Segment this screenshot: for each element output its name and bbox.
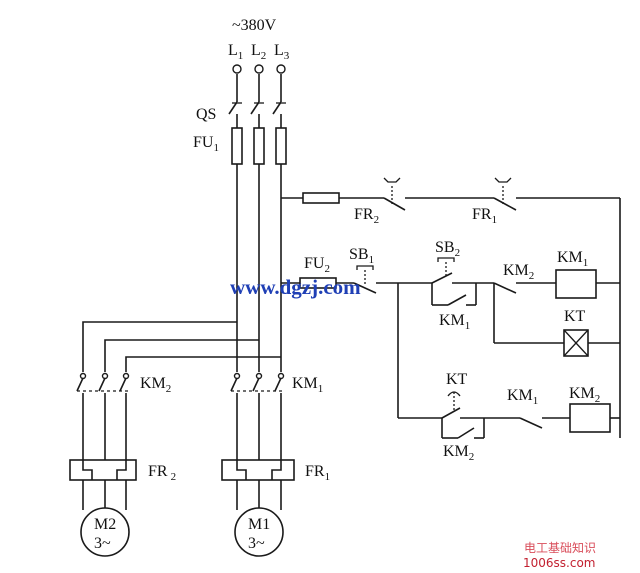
fu1-label: FU1 bbox=[193, 134, 219, 154]
fu2-label: FU2 bbox=[304, 255, 330, 275]
km1-main-contacts bbox=[230, 372, 285, 460]
fr2-thermal-element bbox=[69, 459, 137, 512]
supply-lines bbox=[236, 74, 282, 102]
m2-feed-wires bbox=[82, 321, 281, 460]
kt-timed-contact bbox=[447, 391, 461, 410]
qs-label: QS bbox=[196, 106, 216, 123]
terminal-l2 bbox=[254, 64, 264, 74]
brand-title: 电工基础知识 bbox=[524, 541, 596, 555]
motor-m1-label: M1 bbox=[248, 516, 270, 533]
kt-coil-label: KT bbox=[564, 308, 586, 325]
km1-rung3-label: KM1 bbox=[507, 387, 538, 407]
rung-1 bbox=[398, 272, 620, 294]
km2-rung1-label: KM2 bbox=[503, 262, 534, 282]
rung-3 bbox=[441, 407, 620, 429]
qs-switch bbox=[228, 101, 286, 128]
fr1-ctrl-label: FR1 bbox=[472, 206, 497, 226]
brand-site: 1006ss.com bbox=[523, 556, 596, 570]
control-left-vertical bbox=[397, 283, 442, 419]
fu2-fuse bbox=[281, 277, 354, 289]
km1-hold-label: KM1 bbox=[439, 312, 470, 332]
fr1-thermal-element bbox=[221, 459, 295, 512]
watermark-text: www.dgzj.com bbox=[230, 275, 361, 299]
fr1-motor-label: FR1 bbox=[305, 463, 330, 483]
terminal-l1 bbox=[232, 64, 242, 74]
kt-contact-label: KT bbox=[446, 371, 468, 388]
km1-main-label: KM1 bbox=[292, 375, 323, 395]
terminal-l3 bbox=[276, 64, 286, 74]
rung-2 bbox=[493, 283, 620, 344]
sb1-label: SB1 bbox=[349, 246, 374, 266]
km2-main-contacts bbox=[76, 372, 130, 392]
supply-voltage-label: ~380V bbox=[232, 17, 277, 34]
sb1-stop-button bbox=[353, 265, 398, 294]
l3-label: L3 bbox=[274, 42, 290, 62]
motor-m1-phase: 3~ bbox=[248, 535, 265, 552]
motor-m2-phase: 3~ bbox=[94, 535, 111, 552]
motor-m1 bbox=[234, 507, 284, 557]
km2-hold-contact bbox=[441, 418, 485, 439]
control-top-rail bbox=[281, 192, 621, 438]
fr1-nc-contact bbox=[493, 177, 517, 211]
km1-coil-label: KM1 bbox=[557, 249, 588, 269]
km1-coil bbox=[555, 269, 597, 299]
fr2-nc-contact bbox=[383, 177, 406, 211]
sb2-start-button bbox=[437, 257, 455, 276]
km2-main-label: KM2 bbox=[140, 375, 171, 395]
km2-coil bbox=[569, 403, 611, 433]
sb2-label: SB2 bbox=[435, 239, 460, 259]
km1-hold-contact bbox=[431, 283, 477, 306]
fu1-fuses bbox=[231, 127, 287, 165]
km2-hold-label: KM2 bbox=[443, 443, 474, 463]
fr2-ctrl-label: FR2 bbox=[354, 206, 379, 226]
l2-label: L2 bbox=[251, 42, 266, 62]
kt-coil bbox=[563, 329, 589, 357]
km2-coil-label: KM2 bbox=[569, 385, 600, 405]
motor-m2 bbox=[80, 507, 130, 557]
l1-label: L1 bbox=[228, 42, 243, 62]
motor-m2-label: M2 bbox=[94, 516, 116, 533]
